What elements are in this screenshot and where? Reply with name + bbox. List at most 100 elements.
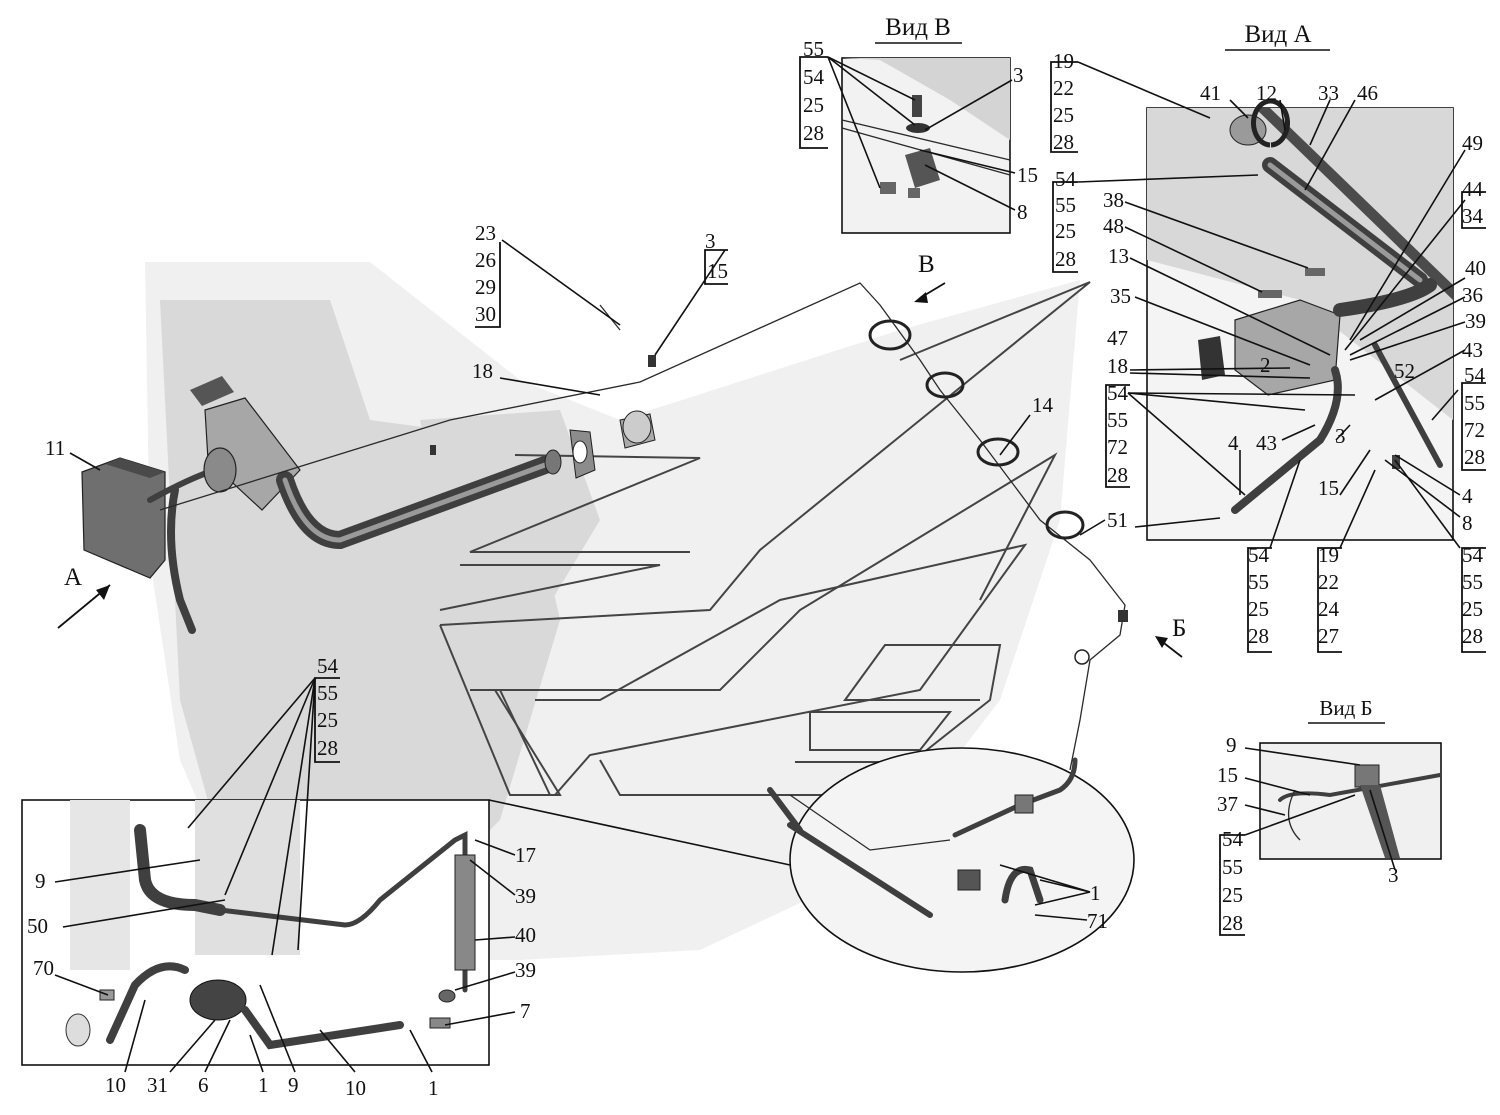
callout: 25	[803, 93, 824, 117]
callout: 48	[1103, 214, 1124, 238]
callout: 55	[1222, 855, 1243, 879]
callout: 9	[1226, 733, 1237, 757]
callout: 43	[1256, 431, 1277, 455]
callout: 31	[147, 1073, 168, 1097]
callout: 54	[1462, 543, 1484, 567]
callout: 35	[1110, 284, 1131, 308]
view-v-inset	[841, 57, 1011, 234]
callout: 54	[1107, 381, 1129, 405]
view-b-inset	[1259, 742, 1442, 860]
callout: 25	[1055, 219, 1076, 243]
callout: 71	[1087, 909, 1108, 933]
inset-bottom-left	[21, 799, 490, 1066]
callout: 9	[35, 869, 46, 893]
callout: 15	[1217, 763, 1238, 787]
arrow-b-label: Б	[1172, 615, 1186, 642]
view-a-title: Вид А	[1244, 21, 1311, 48]
callout: 25	[317, 708, 338, 732]
callout: 3	[1335, 424, 1346, 448]
callout: 54	[1055, 167, 1077, 191]
callout: 25	[1462, 597, 1483, 621]
callout: 28	[1107, 463, 1128, 487]
callout: 55	[1464, 391, 1485, 415]
callout: 55	[317, 681, 338, 705]
callout: 54	[803, 65, 825, 89]
callout: 40	[515, 923, 536, 947]
main-assembly	[81, 282, 1128, 771]
callout: 72	[1464, 418, 1485, 442]
callout: 22	[1053, 76, 1074, 100]
callout: 3	[1013, 63, 1024, 87]
callout: 40	[1465, 256, 1486, 280]
leader-lines	[54, 56, 1466, 1073]
direction-arrows	[57, 282, 1183, 658]
callout: 8	[1017, 200, 1028, 224]
callout: 13	[1108, 244, 1129, 268]
callout: 12	[1256, 81, 1277, 105]
callout: 29	[475, 275, 496, 299]
callout: 28	[1248, 624, 1269, 648]
callout: 19	[1053, 49, 1074, 73]
callout: 25	[1053, 103, 1074, 127]
callout: 10	[345, 1076, 366, 1100]
stack-frames	[314, 56, 1486, 936]
callout: 28	[1053, 130, 1074, 154]
callout: 30	[475, 302, 496, 326]
callout: 52	[1394, 359, 1415, 383]
callout: 1	[1090, 881, 1101, 905]
callout: 39	[515, 958, 536, 982]
callout: 50	[27, 914, 48, 938]
callout: 4	[1462, 484, 1473, 508]
callout: 33	[1318, 81, 1339, 105]
callout: 3	[705, 229, 716, 253]
callout: 55	[1462, 570, 1483, 594]
callout: 55	[1248, 570, 1269, 594]
callout: 19	[1318, 543, 1339, 567]
callout: 51	[1107, 508, 1128, 532]
callout: 39	[515, 884, 536, 908]
callout: 27	[1318, 624, 1339, 648]
callout: 2	[1260, 353, 1271, 377]
callout: 3	[1388, 863, 1399, 887]
callout: 28	[1464, 445, 1485, 469]
callout: 15	[1017, 163, 1038, 187]
callout: 28	[1222, 911, 1243, 935]
callout: 28	[1055, 247, 1076, 271]
callout: 41	[1200, 81, 1221, 105]
callout: 72	[1107, 435, 1128, 459]
callout: 46	[1357, 81, 1378, 105]
callout: 18	[1107, 354, 1128, 378]
callout: 28	[1462, 624, 1483, 648]
callout: 25	[1248, 597, 1269, 621]
callout: 1	[258, 1073, 269, 1097]
callout: 47	[1107, 326, 1128, 350]
callout: 70	[33, 956, 54, 980]
callout: 55	[1107, 408, 1128, 432]
view-b-title: Вид Б	[1319, 696, 1372, 720]
callout: 26	[475, 248, 496, 272]
callout: 44	[1462, 177, 1484, 201]
arrow-a-label: А	[64, 564, 82, 591]
callout: 6	[198, 1073, 209, 1097]
callout: 11	[45, 436, 65, 460]
callout: 23	[475, 221, 496, 245]
callout: 8	[1462, 511, 1473, 535]
callout: 28	[317, 736, 338, 760]
callout: 49	[1462, 131, 1483, 155]
callout: 4	[1228, 431, 1239, 455]
callout: 18	[472, 359, 493, 383]
callout: 7	[520, 999, 531, 1023]
view-v-title: Вид В	[885, 14, 951, 41]
callout: 55	[1055, 193, 1076, 217]
callout: 39	[1465, 309, 1486, 333]
callout: 9	[288, 1073, 299, 1097]
callout: 55	[803, 37, 824, 61]
callout: 54	[317, 654, 339, 678]
callout: 15	[1318, 476, 1339, 500]
callout: 25	[1222, 883, 1243, 907]
callout: 22	[1318, 570, 1339, 594]
callout: 36	[1462, 283, 1483, 307]
callout: 34	[1462, 204, 1484, 228]
